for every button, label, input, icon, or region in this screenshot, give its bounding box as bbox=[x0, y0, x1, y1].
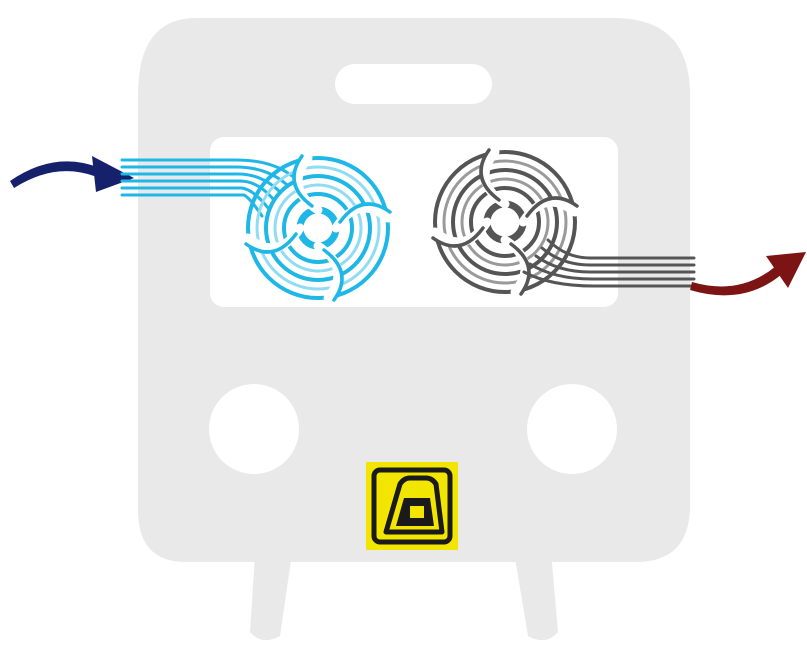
warm-air-outflow-lines bbox=[522, 238, 696, 288]
train-headlight-left bbox=[209, 384, 299, 474]
train-headlight-right bbox=[527, 384, 617, 474]
airflow-outlet-arrow-icon bbox=[690, 252, 806, 296]
metro-logo-icon bbox=[366, 462, 458, 550]
train-roof-slot bbox=[335, 64, 492, 104]
train-front-icon bbox=[138, 18, 690, 641]
warm-air-swirl-icon bbox=[430, 147, 580, 297]
train-leg-left bbox=[250, 540, 294, 641]
train-leg-right bbox=[512, 540, 558, 641]
cool-air-swirl-icon bbox=[243, 153, 393, 303]
airflow-inlet-arrow-icon bbox=[10, 156, 134, 192]
